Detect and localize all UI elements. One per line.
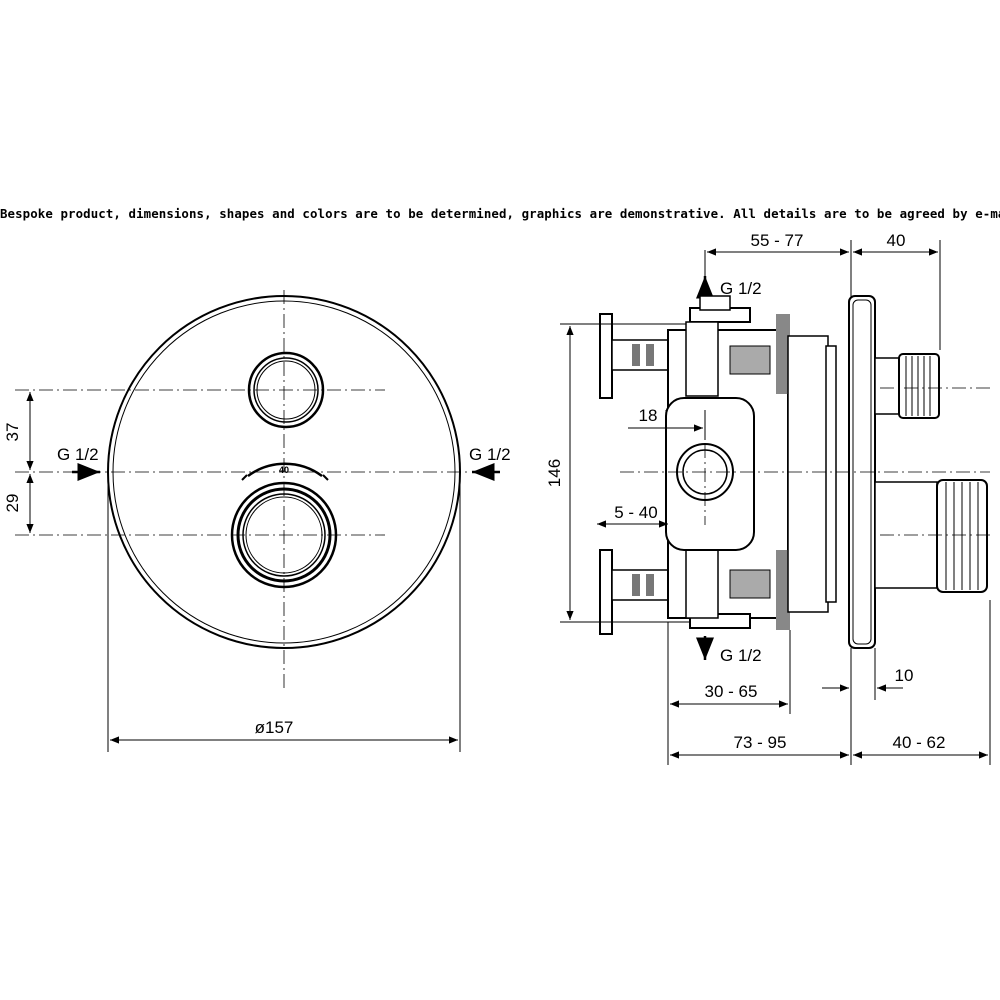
port-plate [665,397,755,551]
dim-29: 29 [3,494,22,513]
dim-146: 146 [545,459,564,487]
outlet-top-label: G 1/2 [720,279,762,298]
front-view: 40 37 29 G 1/2 G 1/2 ø157 [3,290,511,752]
dim-73-95: 73 - 95 [734,733,787,752]
diverter-knob [247,351,325,429]
side-view: 55 - 77 40 G 1/2 146 [545,231,991,765]
dim-37: 37 [3,423,22,442]
dim-30-65: 30 - 65 [705,682,758,701]
dim-diameter: ø157 [255,718,294,737]
temperature-scale-arc [247,462,323,478]
dim-40-62: 40 - 62 [893,733,946,752]
inlet-right-label: G 1/2 [469,445,511,464]
dim-5-40: 5 - 40 [614,503,657,522]
dim-55-77: 55 - 77 [751,231,804,250]
thermostat-knob [230,481,338,589]
dim-40-top: 40 [887,231,906,250]
inlet-left-label: G 1/2 [57,445,99,464]
outlet-bottom-label: G 1/2 [720,646,762,665]
dim-18: 18 [639,406,658,425]
dim-10: 10 [895,666,914,685]
dial-mark-40: 40 [279,465,289,475]
disclaimer-text: Bespoke product, dimensions, shapes and … [0,206,1000,221]
